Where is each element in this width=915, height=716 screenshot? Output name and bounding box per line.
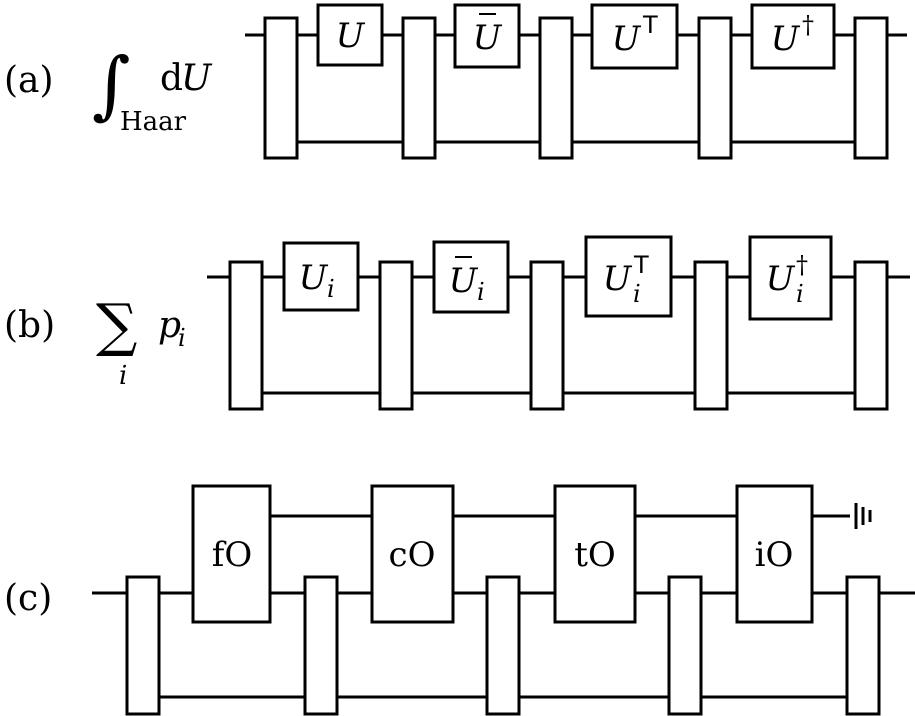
gate-subscript: i [327, 275, 335, 303]
gate-iO [735, 484, 814, 624]
interleaving-block [401, 16, 437, 160]
interleaving-block [125, 575, 161, 716]
gate-cO [370, 484, 455, 624]
gate-label: U [449, 261, 479, 301]
sum-index: i [119, 361, 127, 391]
gate-subscript: i [633, 280, 641, 308]
gate-U-transpose [590, 3, 679, 70]
interleaving-block [228, 260, 264, 411]
interleaving-block [303, 575, 339, 716]
gate-superscript: T [642, 11, 658, 39]
gate-U-bar-i [432, 240, 510, 314]
gate-U-i-dagger [748, 235, 833, 321]
gate-U-i-transpose [584, 235, 673, 318]
gate-label: U [771, 19, 801, 59]
gate-U-i [282, 241, 360, 312]
panel-c-label: (c) [4, 578, 52, 619]
gate-label: U [612, 19, 642, 59]
interleaving-block [485, 575, 521, 716]
gate-label: iO [755, 535, 794, 575]
interleaving-block [529, 260, 565, 411]
interleaving-block [853, 16, 889, 160]
gate-U-dagger [750, 3, 836, 70]
interleaving-block [697, 16, 733, 160]
interleaving-block [853, 260, 889, 411]
gate-subscript: i [796, 280, 804, 308]
panel-a-label: (a) [4, 60, 54, 101]
interleaving-block [263, 16, 299, 160]
gate-U-bar [453, 3, 521, 69]
integral-subscript-haar: Haar [120, 107, 187, 137]
panel-b: (b) ∑ i p i U i U i U T i U † i [4, 235, 910, 411]
gate-fO [191, 484, 272, 624]
sum-symbol: ∑ [96, 291, 137, 359]
measure-U: U [181, 58, 213, 99]
gate-label: U [766, 259, 796, 299]
gate-label: U [336, 16, 366, 56]
probability-subscript: i [178, 324, 186, 352]
gate-tO [553, 484, 637, 624]
gate-label: U [299, 258, 329, 298]
gate-label: U [473, 18, 503, 58]
panel-a: (a) ∫ Haar d U U U U T U † [4, 3, 907, 160]
gate-superscript: T [633, 251, 649, 279]
gate-subscript: i [477, 278, 485, 306]
panel-b-label: (b) [4, 305, 55, 346]
gate-label: fO [212, 535, 252, 575]
integral-symbol: ∫ [92, 42, 131, 128]
interleaving-block [667, 575, 703, 716]
gate-label: tO [574, 535, 616, 575]
gate-label: cO [389, 535, 436, 575]
interleaving-block [693, 260, 729, 411]
panel-c: (c) fO cO tO iO [4, 484, 915, 716]
gate-U [316, 3, 384, 67]
interleaving-block [378, 260, 414, 411]
gate-superscript: † [796, 251, 808, 279]
gate-superscript: † [802, 11, 814, 39]
gate-label: U [603, 259, 633, 299]
measure-d: d [160, 58, 183, 99]
interleaving-block [538, 16, 574, 160]
interleaving-block [845, 575, 881, 716]
probability-p: p [158, 305, 181, 346]
